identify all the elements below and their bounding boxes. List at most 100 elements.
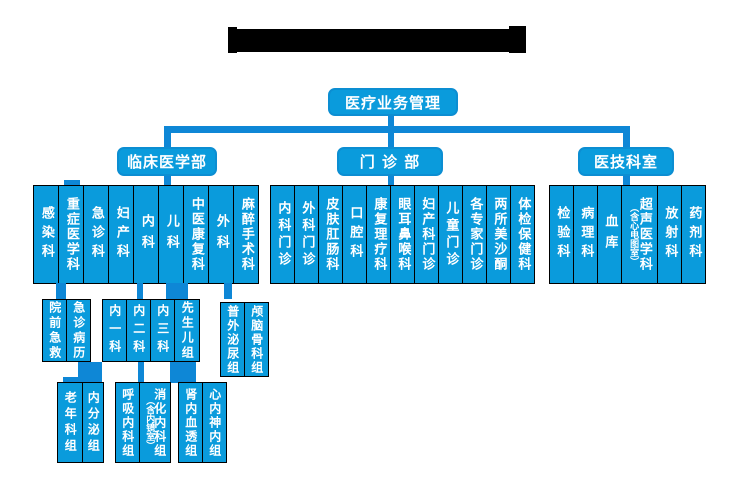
dept-node-label: 门 诊 部 (359, 153, 421, 171)
connector-stub-surgery (224, 283, 232, 299)
connector-trunk (388, 116, 394, 128)
connector-drop-outpatient (388, 131, 394, 148)
org-node: 检验科 (549, 185, 574, 284)
org-node-label: 院前急救 (47, 300, 62, 361)
org-node: 重症医学科 (58, 185, 84, 284)
org-node-label: 儿科 (163, 213, 179, 256)
org-node-label: 药剂科 (686, 206, 702, 263)
org-node-label: 妇产科 (113, 206, 129, 263)
internal3-groups-row: 肾内血透组 心内神内组 (178, 382, 227, 463)
org-node: 康复理疗科 (366, 185, 391, 284)
org-node: 老年科组 (57, 382, 83, 463)
org-node-label: 感染科 (38, 206, 54, 263)
org-node: 心内神内组 (202, 382, 227, 463)
connector-bar-internal2 (138, 362, 144, 383)
org-node-label: 老年科组 (63, 390, 78, 455)
org-node: 普外泌尿组 (220, 302, 245, 377)
org-node-label: 消化内科组 (152, 387, 167, 458)
clinical-units-row: 感染科 重症医学科 急诊科 妇产科 内科 儿科 中医康复科 外科 麻醉手术科 (33, 185, 259, 284)
root-node-label: 医疗业务管理 (344, 93, 441, 112)
org-node-label: 病理科 (578, 206, 594, 263)
outpatient-units-row: 内科门诊 外科门诊 皮肤肛肠科 口腔科 康复理疗科 眼耳鼻喉科 妇产科门诊 儿童… (270, 185, 535, 284)
org-node-label: 内分泌组 (86, 390, 101, 455)
org-node-label: 儿童门诊 (443, 200, 459, 269)
org-node: 两所美沙酮 (486, 185, 511, 284)
root-node: 医疗业务管理 (328, 88, 458, 116)
title-redacted-glyph-left (228, 27, 237, 53)
org-node-label: 外科 (213, 213, 229, 256)
org-node-label: 皮肤肛肠科 (323, 197, 339, 272)
org-node-sublabel: （含内镜室） (144, 395, 155, 450)
org-node: 口腔科 (342, 185, 367, 284)
org-node: 先生儿组 (174, 299, 200, 362)
connector-bar-internal1-arm (63, 377, 79, 382)
org-node-label: 血库 (602, 213, 618, 256)
org-node-label: 超声医学科 (636, 197, 652, 272)
org-node: 内科门诊 (270, 185, 295, 284)
org-node: 中医康复科 (183, 185, 209, 284)
org-node-label: 内科门诊 (275, 200, 291, 269)
org-node: 儿科 (158, 185, 184, 284)
org-node: 内分泌组 (82, 382, 104, 463)
org-node-label: 麻醉手术科 (238, 197, 254, 272)
connector-stub-emergency (56, 283, 66, 299)
org-node-label: 放射科 (662, 206, 678, 263)
org-node: 肾内血透组 (178, 382, 203, 463)
connector-stub-artifact (64, 180, 80, 186)
org-node-label: 内二科 (131, 303, 146, 358)
emergency-subunits-row: 院前急救 急诊病历 (42, 299, 91, 362)
org-node: 妇产科门诊 (414, 185, 439, 284)
org-node-label: 体检保健科 (515, 197, 531, 272)
connector-stub-outpatient (388, 176, 394, 186)
connector-drop-clinical (164, 131, 171, 148)
org-node: 内一科 (102, 299, 127, 362)
org-node: 麻醉手术科 (233, 185, 259, 284)
internal2-groups-row: 呼吸内科组 消化内科组 （含内镜室） (115, 382, 171, 463)
org-node-label: 颅脑骨科组 (249, 304, 264, 375)
org-node: 院前急救 (42, 299, 67, 362)
connector-bar-internal1 (78, 362, 102, 383)
org-node-sublabel: （含心电图室） (628, 203, 639, 266)
org-node: 超声医学科 （含心电图室） (621, 185, 658, 284)
org-node: 颅脑骨科组 (244, 302, 269, 377)
org-node-label: 内一科 (107, 303, 122, 358)
org-node: 妇产科 (108, 185, 134, 284)
dept-node-label: 医技科室 (593, 153, 658, 171)
org-node-label: 肾内血透组 (183, 387, 198, 458)
medtech-units-row: 检验科 病理科 血库 超声医学科 （含心电图室） 放射科 药剂科 (549, 185, 706, 284)
org-node-label: 各专家门诊 (467, 197, 483, 272)
org-node-label: 内科 (138, 213, 154, 256)
dept-node-medtech: 医技科室 (578, 147, 674, 176)
connector-drop-medtech (623, 131, 630, 148)
org-node-label: 急诊科 (88, 206, 104, 263)
org-node: 外科 (208, 185, 234, 284)
org-node-label: 口腔科 (347, 206, 363, 263)
org-node-label: 康复理疗科 (371, 197, 387, 272)
org-node: 皮肤肛肠科 (318, 185, 343, 284)
org-node-label: 检验科 (554, 206, 570, 263)
org-node-label: 外科门诊 (299, 200, 315, 269)
dept-node-clinical: 临床医学部 (117, 147, 217, 176)
internal1-groups-row: 老年科组 内分泌组 (57, 382, 104, 463)
org-node: 各专家门诊 (462, 185, 487, 284)
connector-stub-pediatric (166, 283, 188, 299)
org-node-label: 妇产科门诊 (419, 197, 435, 272)
dept-node-outpatient: 门 诊 部 (337, 147, 443, 176)
org-node-label: 急诊病历 (71, 300, 86, 361)
org-node-label: 呼吸内科组 (120, 387, 135, 458)
connector-stub-internal (137, 283, 143, 299)
org-node: 呼吸内科组 (115, 382, 140, 463)
org-node: 急诊科 (83, 185, 109, 284)
org-node-label: 中医康复科 (188, 197, 204, 272)
org-node: 体检保健科 (510, 185, 535, 284)
connector-stub-medtech (623, 176, 630, 186)
org-node-label: 普外泌尿组 (225, 304, 240, 375)
org-node: 消化内科组 （含内镜室） (139, 382, 171, 463)
org-node: 放射科 (657, 185, 682, 284)
org-node: 药剂科 (681, 185, 706, 284)
org-node: 眼耳鼻喉科 (390, 185, 415, 284)
org-node: 外科门诊 (294, 185, 319, 284)
org-node: 血库 (597, 185, 622, 284)
org-node: 儿童门诊 (438, 185, 463, 284)
